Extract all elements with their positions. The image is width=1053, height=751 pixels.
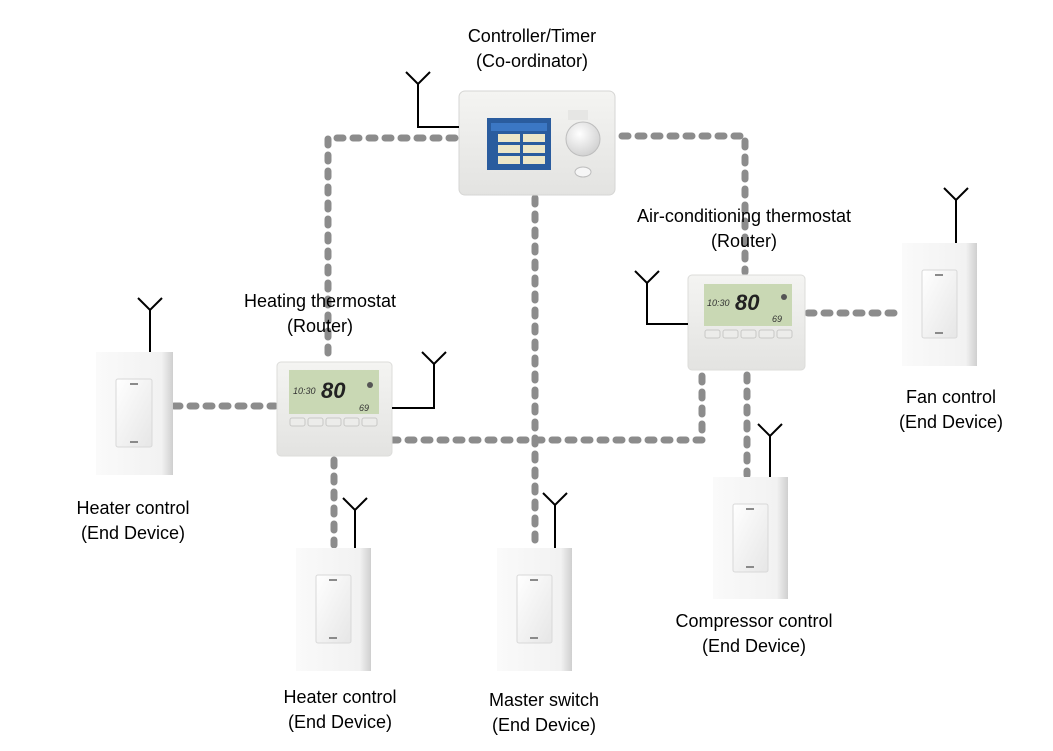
heater-control-left-role: (End Device): [81, 523, 185, 543]
heating-thermostat-role: (Router): [287, 316, 353, 336]
fan-control-role: (End Device): [899, 412, 1003, 432]
fan-icon: [781, 294, 787, 300]
thermostat-current: 69: [772, 314, 782, 324]
controller-role: (Co-ordinator): [476, 51, 588, 71]
antenna-icon: [392, 351, 447, 409]
link-heating-thermostat-ac-thermostat: [388, 371, 706, 444]
heater-control-left-device[interactable]: [96, 352, 173, 475]
labels: Controller/Timer (Co-ordinator) Heating …: [76, 26, 1003, 735]
antenna-icon: [757, 423, 783, 477]
compressor-control-name: Compressor control: [675, 611, 832, 631]
ac-thermostat-name: Air-conditioning thermostat: [637, 206, 851, 226]
thermostat-time: 10:30: [293, 386, 316, 396]
thermostat-current: 69: [359, 403, 369, 413]
heating-thermostat-device[interactable]: 10:30 80 69: [276, 361, 393, 457]
heater-control-bottom-device[interactable]: [296, 548, 371, 671]
thermostat-time: 10:30: [707, 298, 730, 308]
antenna-icon: [342, 497, 368, 548]
ac-thermostat-device[interactable]: 10:30 80 69: [687, 274, 806, 371]
compressor-control-device[interactable]: [713, 477, 788, 599]
controller-name: Controller/Timer: [468, 26, 596, 46]
heater-control-left-name: Heater control: [76, 498, 189, 518]
fan-control-name: Fan control: [906, 387, 996, 407]
thermostat-setpoint: 80: [321, 378, 346, 403]
antenna-icon: [405, 71, 459, 128]
master-switch-role: (End Device): [492, 715, 596, 735]
master-switch-device[interactable]: [497, 548, 572, 671]
antenna-icon: [542, 492, 568, 548]
fan-icon: [367, 382, 373, 388]
master-switch-name: Master switch: [489, 690, 599, 710]
controller-device[interactable]: [458, 90, 616, 196]
heating-thermostat-name: Heating thermostat: [244, 291, 396, 311]
antenna-icon: [634, 270, 688, 325]
links: [170, 132, 906, 549]
heater-control-bottom-role: (End Device): [288, 712, 392, 732]
antenna-icon: [943, 187, 969, 243]
heater-control-bottom-name: Heater control: [283, 687, 396, 707]
antenna-icon: [137, 297, 163, 352]
fan-control-device[interactable]: [902, 243, 977, 366]
ac-thermostat-role: (Router): [711, 231, 777, 251]
thermostat-setpoint: 80: [735, 290, 760, 315]
compressor-control-role: (End Device): [702, 636, 806, 656]
link-controller-ac-thermostat: [618, 132, 749, 276]
link-controller-heating-thermostat: [324, 134, 459, 366]
